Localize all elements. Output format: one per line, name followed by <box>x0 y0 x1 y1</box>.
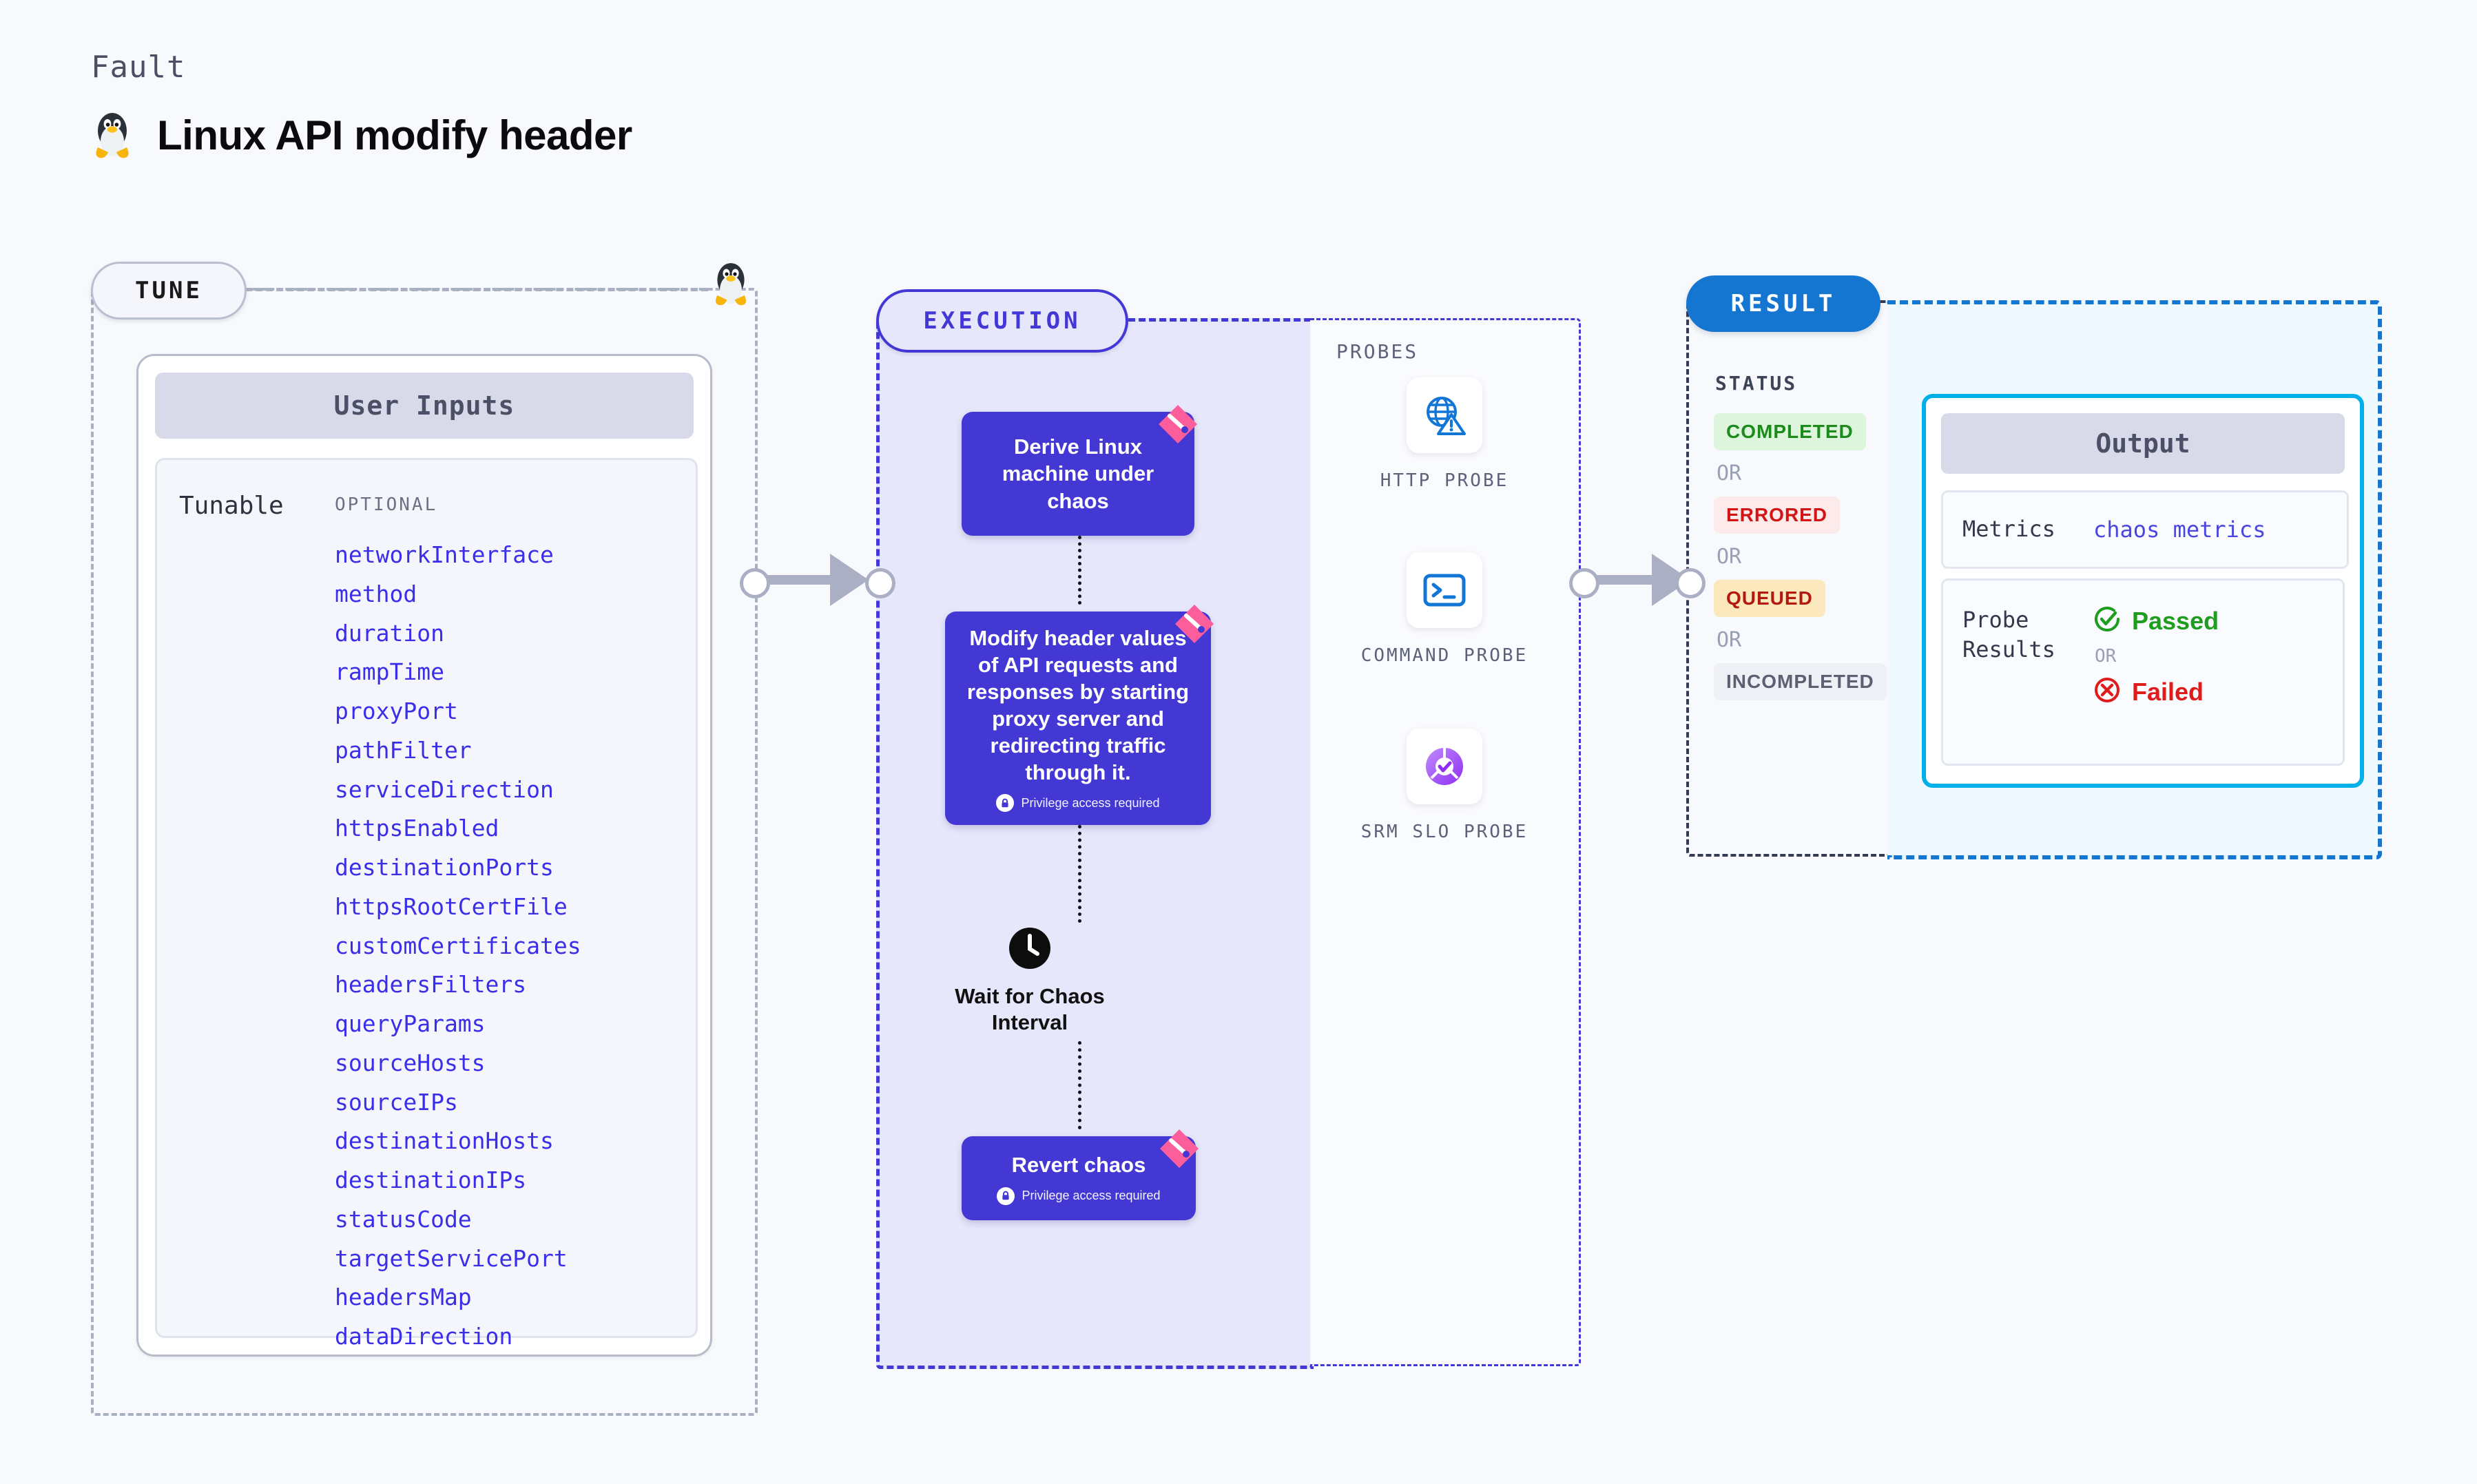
probe-label: HTTP PROBE <box>1380 470 1509 491</box>
status-badge: INCOMPLETED <box>1714 663 1887 700</box>
tunable-parameter[interactable]: queryParams <box>335 1010 486 1037</box>
probe-results-key: Probe Results <box>1962 607 2055 663</box>
lock-icon <box>997 1187 1015 1205</box>
metrics-key: Metrics <box>1962 516 2055 543</box>
tunable-section: Tunable OPTIONAL networkInterface method d… <box>155 458 698 1350</box>
output-title: Output <box>1941 413 2345 474</box>
result-pill[interactable]: RESULT <box>1686 275 1880 332</box>
tune-panel: User Inputs Tunable OPTIONAL networkInte… <box>91 288 758 1416</box>
tunable-label: Tunable <box>179 492 284 520</box>
probe-result-passed: Passed <box>2093 605 2219 636</box>
tunable-parameter[interactable]: sourceIPs <box>335 1088 458 1116</box>
status-or-label: OR <box>1717 545 1742 569</box>
linux-penguin-icon <box>91 110 134 160</box>
status-badge: QUEUED <box>1714 580 1825 617</box>
lock-icon <box>996 794 1015 813</box>
tunable-parameter[interactable]: dataDirection <box>335 1323 513 1350</box>
tunable-parameter[interactable]: customCertificates <box>335 932 581 959</box>
fault-ribbon-icon <box>1156 1125 1205 1174</box>
tunable-parameter[interactable]: httpsRootCertFile <box>335 892 568 920</box>
failed-label: Failed <box>2132 677 2204 706</box>
tunable-parameter[interactable]: method <box>335 580 417 607</box>
metrics-value[interactable]: chaos metrics <box>2093 516 2266 543</box>
probe-results-values: Passed OR Failed <box>2093 605 2219 707</box>
probe-command[interactable]: COMMAND PROBE <box>1310 552 1579 669</box>
probes-section-label: PROBES <box>1336 340 1419 363</box>
probe-results-row: Probe Results Passed OR <box>1941 578 2345 766</box>
user-inputs-card: User Inputs Tunable OPTIONAL networkInte… <box>136 354 712 1357</box>
tunable-parameter[interactable]: duration <box>335 619 444 647</box>
globe-warning-icon <box>1407 377 1482 453</box>
node-wait-for-chaos-interval[interactable]: Wait for Chaos Interval <box>951 926 1109 1036</box>
tunable-parameter[interactable]: headersFilters <box>335 971 527 999</box>
tunable-parameter[interactable]: destinationIPs <box>335 1167 527 1193</box>
probes-panel <box>1310 318 1581 1366</box>
privilege-badge: Privilege access required <box>997 1187 1161 1205</box>
probe-label: SRM SLO PROBE <box>1360 822 1528 842</box>
execution-pill[interactable]: EXECUTION <box>876 289 1128 353</box>
clock-icon <box>1008 928 1052 973</box>
node-label: Wait for Chaos Interval <box>955 984 1105 1035</box>
page-title-row: Linux API modify header <box>91 110 632 160</box>
terminal-icon <box>1407 552 1482 628</box>
passed-label: Passed <box>2132 606 2219 635</box>
fault-ribbon-icon <box>1171 600 1221 649</box>
node-revert-chaos[interactable]: Revert chaos Privilege access required <box>962 1129 1199 1220</box>
probe-srm-slo[interactable]: SRM SLO PROBE <box>1310 729 1579 846</box>
flow-connector-1 <box>1078 536 1081 605</box>
privilege-badge: Privilege access required <box>996 794 1160 813</box>
node-label: Revert chaos <box>1011 1153 1146 1178</box>
tunable-parameter[interactable]: destinationPorts <box>335 854 554 881</box>
status-badge: COMPLETED <box>1714 413 1866 450</box>
node-modify-header[interactable]: Modify header values of API requests and… <box>945 605 1214 825</box>
slo-donut-check-icon <box>1407 729 1482 804</box>
tunable-parameter[interactable]: pathFilter <box>335 736 472 764</box>
privilege-text: Privilege access required <box>1022 1189 1161 1203</box>
tune-linux-penguin-icon <box>711 260 751 307</box>
tunable-parameter[interactable]: proxyPort <box>335 698 458 724</box>
output-card: Output Metrics chaos metrics Probe Resul… <box>1922 394 2364 788</box>
status-or-label: OR <box>1717 461 1742 485</box>
flow-connector-3 <box>1078 1041 1081 1129</box>
check-circle-icon <box>2093 605 2121 636</box>
metrics-row: Metrics chaos metrics <box>1941 490 2349 569</box>
tunable-parameter[interactable]: headersMap <box>335 1284 472 1311</box>
tunable-parameter[interactable]: destinationHosts <box>335 1127 554 1155</box>
fault-ribbon-icon <box>1154 401 1204 450</box>
status-badge: ERRORED <box>1714 497 1841 534</box>
node-label: Derive Linux machine under chaos <box>1002 435 1154 513</box>
page-kicker: Fault <box>91 50 186 85</box>
page-title: Linux API modify header <box>157 112 632 158</box>
x-circle-icon <box>2093 676 2121 707</box>
probe-label: COMMAND PROBE <box>1360 645 1528 666</box>
tunable-parameter[interactable]: serviceDirection <box>335 775 554 803</box>
probe-result-failed: Failed <box>2093 676 2219 707</box>
tunable-parameter[interactable]: statusCode <box>335 1205 472 1233</box>
status-list: COMPLETED OR ERRORED OR QUEUED OR INCOMPLETED <box>1714 413 1893 700</box>
tunable-parameter[interactable]: targetServicePort <box>335 1244 568 1272</box>
node-label: Modify header values of API requests and… <box>966 625 1190 785</box>
node-derive-machine[interactable]: Derive Linux machine under chaos <box>962 405 1197 536</box>
privilege-text: Privilege access required <box>1021 795 1160 810</box>
optional-label: OPTIONAL <box>335 494 438 515</box>
tunable-parameter[interactable]: httpsEnabled <box>335 815 499 842</box>
tunable-parameter[interactable]: networkInterface <box>335 541 554 568</box>
user-inputs-title: User Inputs <box>155 373 694 439</box>
tune-pill[interactable]: TUNE <box>91 262 247 320</box>
flow-connector-2 <box>1078 825 1081 923</box>
probe-http[interactable]: HTTP PROBE <box>1310 377 1579 494</box>
probe-or-label: OR <box>2095 646 2117 667</box>
tunable-parameter[interactable]: rampTime <box>335 658 444 686</box>
status-label: STATUS <box>1715 372 1798 395</box>
status-or-label: OR <box>1717 628 1742 652</box>
tune-connector-dash <box>245 288 708 291</box>
tunable-parameter[interactable]: sourceHosts <box>335 1049 486 1076</box>
tunable-parameter-list: networkInterface method duration rampTime pr… <box>335 536 679 1357</box>
